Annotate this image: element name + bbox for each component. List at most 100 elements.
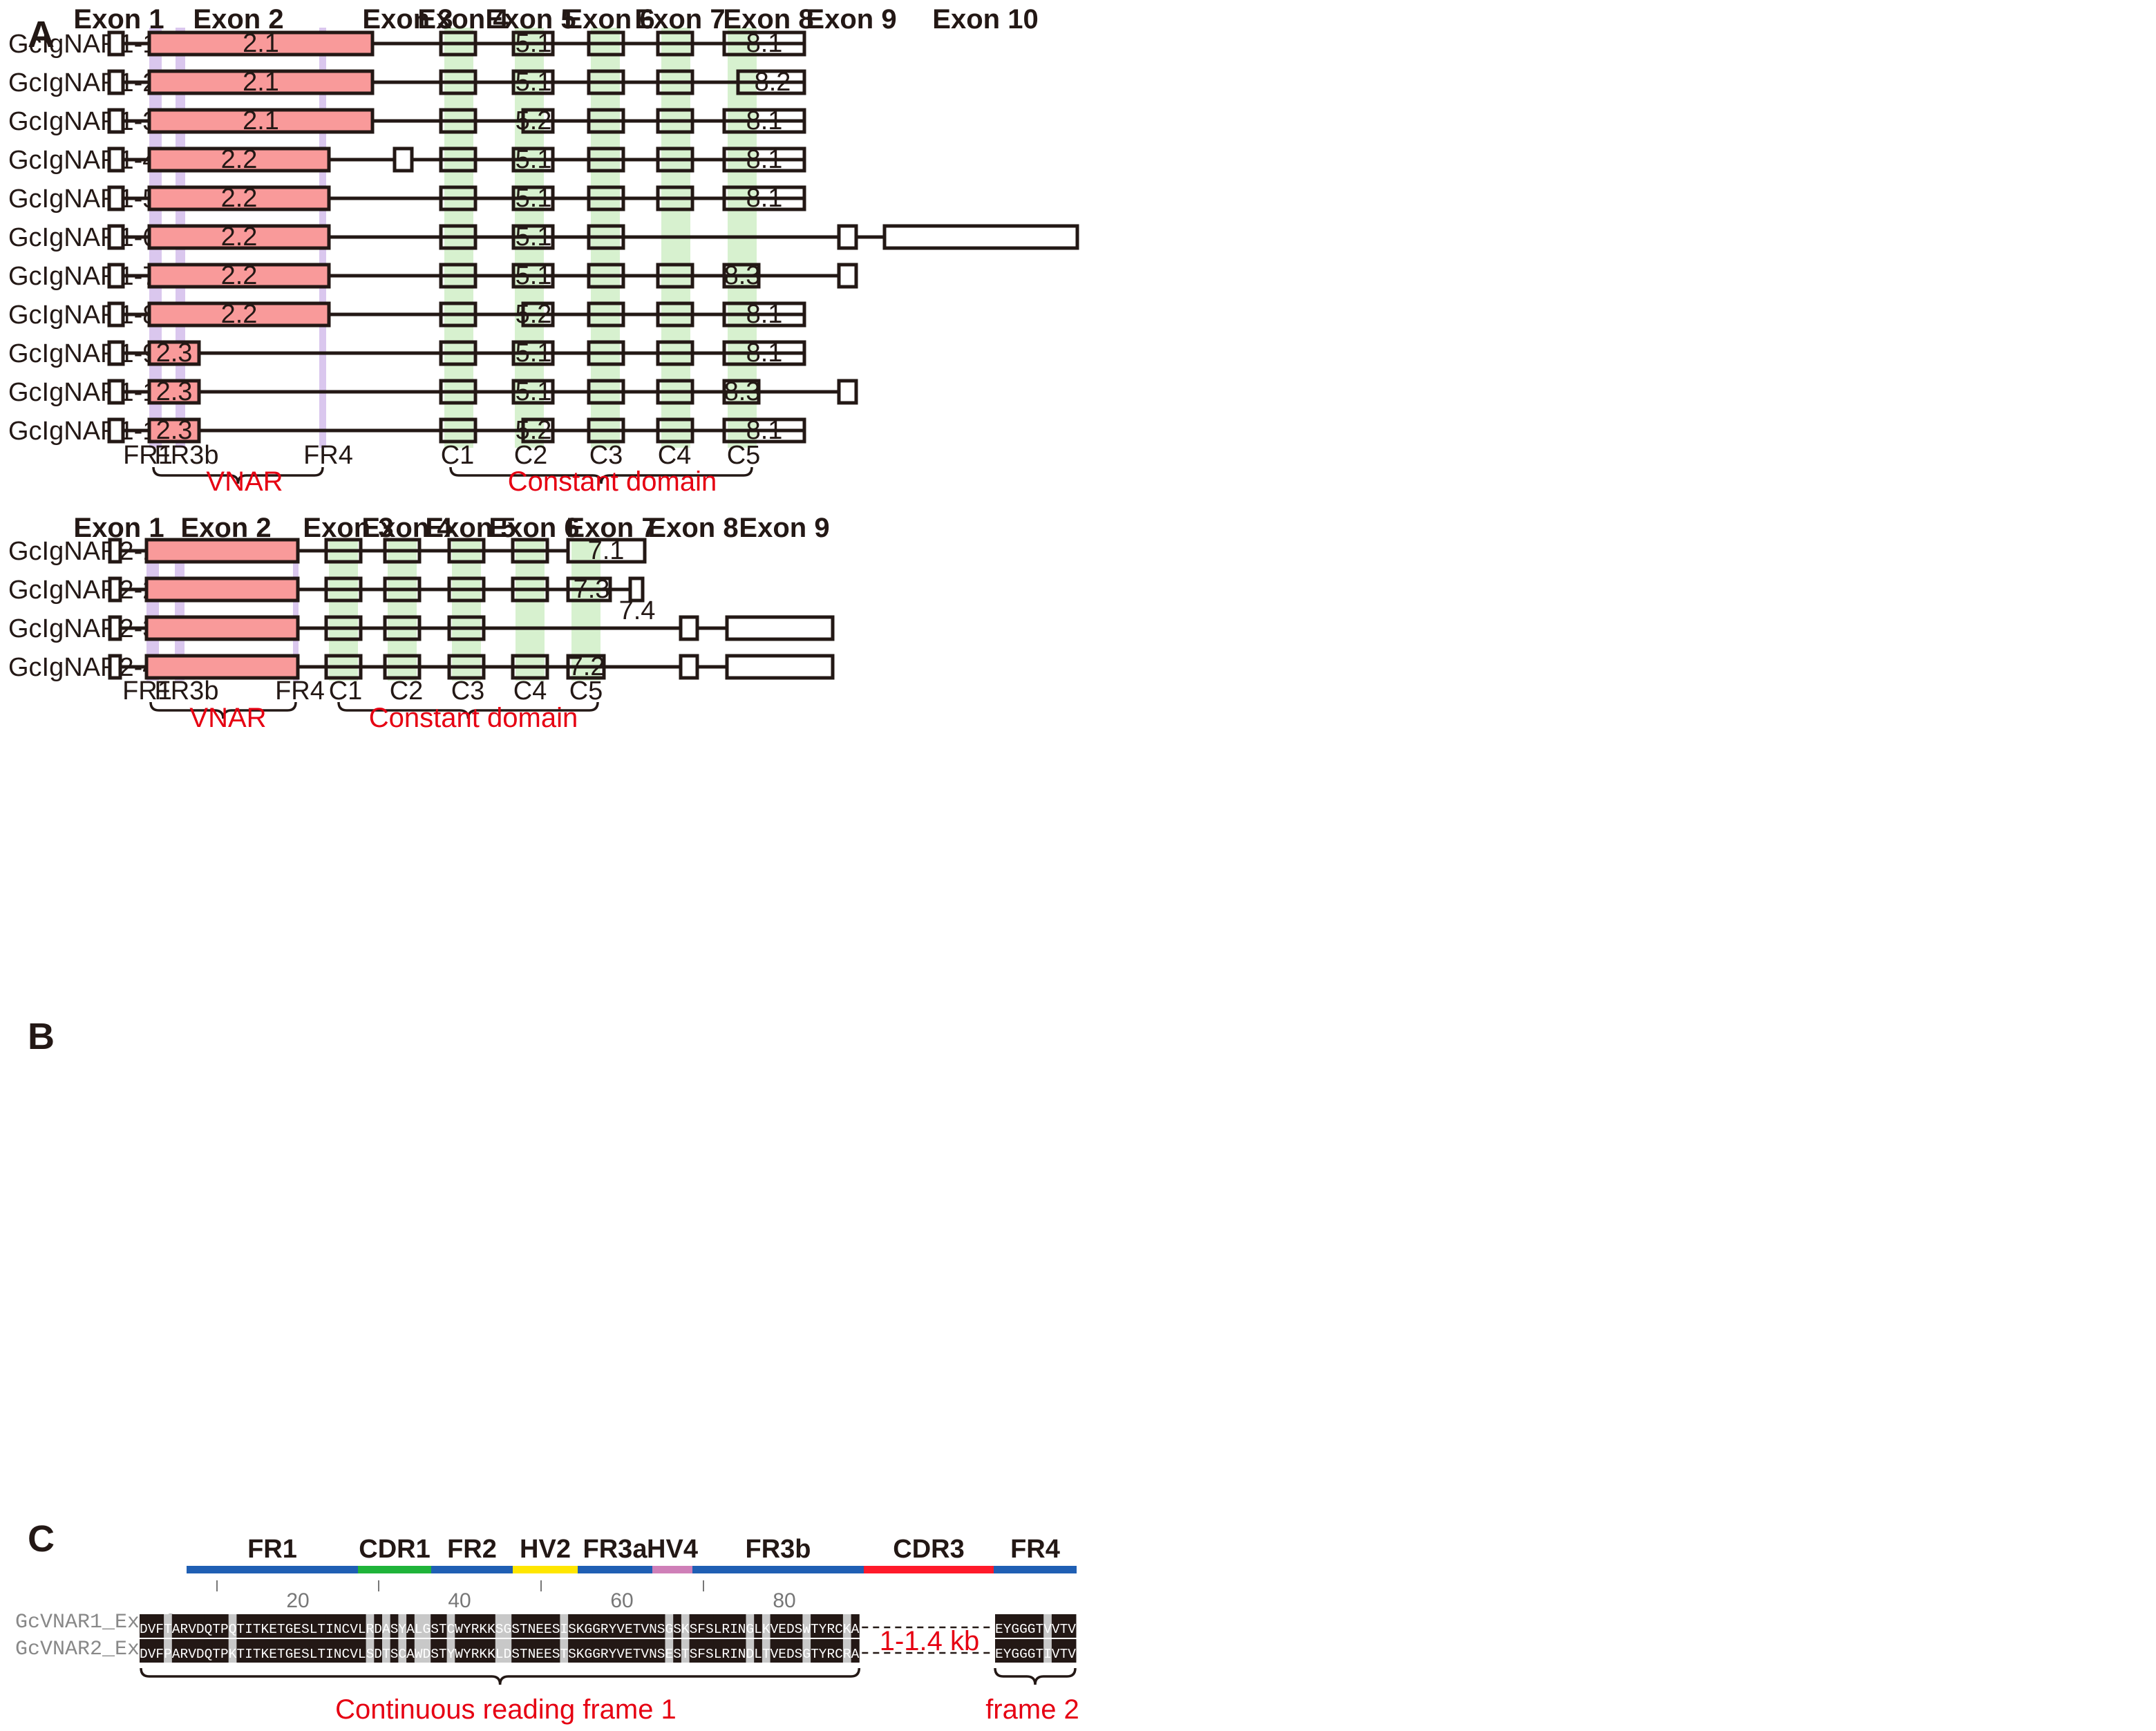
exon-8-variant: 8.1 [746, 29, 783, 58]
constant-shade-col [452, 538, 481, 681]
residue-cell [706, 1614, 715, 1638]
exon-header: Exon 10 [932, 4, 1038, 35]
residue-cell [649, 1639, 658, 1663]
residue-cell [196, 1614, 205, 1638]
fr-shade-col [175, 538, 185, 681]
residue-cell [245, 1614, 254, 1638]
exon-2-variant: 2.2 [221, 300, 258, 329]
fr-shade-col [293, 538, 299, 681]
exon-2-variant: 2.2 [221, 145, 258, 174]
residue-cell [778, 1614, 787, 1638]
residue-cell [835, 1614, 844, 1638]
residue-cell [1003, 1614, 1012, 1638]
residue-cell [794, 1639, 803, 1663]
residue-cell [180, 1614, 189, 1638]
residue-cell [188, 1639, 197, 1663]
exon-6-box [587, 146, 625, 173]
exon-2-variant: 2.1 [243, 29, 279, 58]
exon-7-box [566, 654, 606, 680]
residue-cell [1003, 1639, 1012, 1663]
residue-cell [374, 1614, 383, 1638]
region-bar [692, 1566, 864, 1573]
exon-1-box [108, 654, 122, 680]
region-bar [994, 1566, 1077, 1573]
exon-6-box [587, 417, 625, 444]
residue-cell [706, 1639, 715, 1663]
residue-cell [164, 1614, 173, 1638]
exon-5-box [447, 654, 486, 680]
exon-2-variant: 2.2 [221, 261, 258, 290]
exon-2-variant: 2.1 [243, 68, 279, 97]
residue-cell [463, 1639, 472, 1663]
exon-8-variant: 8.1 [746, 145, 783, 174]
residue-cell [544, 1614, 553, 1638]
residue-cell [649, 1614, 658, 1638]
residue-cell [220, 1639, 229, 1663]
region-bar [358, 1566, 431, 1573]
residue-cell [276, 1614, 286, 1638]
constant-domain-label: Constant domain [508, 466, 717, 497]
residue-cell [576, 1614, 585, 1638]
exon-2-variant: 2.2 [221, 223, 258, 252]
exon-2-box [147, 417, 201, 444]
exon-5-variant: 5.1 [516, 184, 552, 213]
residue-cell [285, 1614, 294, 1638]
exon-6-box [511, 654, 549, 680]
residue-cell [479, 1614, 488, 1638]
residue-cell [171, 1639, 180, 1663]
exon-4-box [439, 30, 477, 57]
region-label: CDR1 [359, 1535, 430, 1564]
domain-label: C5 [569, 677, 603, 706]
exon-4-box [439, 108, 477, 134]
exon-2-variant: 2.3 [156, 339, 193, 368]
domain-label: FR1 [122, 677, 172, 706]
exon-3-box [324, 576, 363, 603]
residue-cell [446, 1639, 455, 1663]
exon-7-box [656, 30, 694, 57]
exon-5-variant: 5.1 [516, 68, 552, 97]
exon-8-variant: 8.1 [746, 416, 783, 445]
residue-cell [656, 1639, 665, 1663]
residue-cell [1059, 1614, 1068, 1638]
exon-1-box [108, 615, 122, 641]
residue-cell [333, 1639, 342, 1663]
exon-1-box [107, 379, 125, 405]
residue-cell [228, 1614, 237, 1638]
exon-8-box [722, 108, 806, 134]
residue-cell [568, 1614, 577, 1638]
sequence-text: EYGGGTIVTV [995, 1647, 1076, 1662]
exon-8-box [679, 615, 699, 641]
exon-7-box [656, 301, 694, 328]
residue-cell [350, 1614, 359, 1638]
seq2-row: DVFPARVDQTPKTITKETGESLTINCVLSDTSCAWDSTYW… [140, 1639, 860, 1663]
residue-cell [261, 1614, 270, 1638]
residue-cell [374, 1639, 383, 1663]
exon-7-4-label: 7.4 [619, 596, 656, 625]
region-label: FR3a [583, 1535, 648, 1564]
domain-label: C4 [658, 441, 692, 470]
residue-cell [455, 1614, 464, 1638]
region-label: FR1 [247, 1535, 297, 1564]
residue-cell [301, 1639, 310, 1663]
exon-9-box [837, 263, 858, 289]
residue-cell [737, 1639, 746, 1663]
exon-9-box [837, 224, 858, 250]
exon-2-box [147, 379, 201, 405]
residue-cell [301, 1614, 310, 1638]
residue-cell [600, 1614, 609, 1638]
panel-a-letter: A [28, 14, 55, 55]
domain-label: C5 [727, 441, 761, 470]
residue-cell [333, 1614, 342, 1638]
exon-2-variant: 2.3 [156, 377, 193, 406]
residue-cell [431, 1639, 439, 1663]
residue-cell [317, 1639, 326, 1663]
exon-1-box [107, 263, 125, 289]
residue-cell [544, 1639, 553, 1663]
exon-5-box [511, 340, 555, 366]
residue-cell [1043, 1614, 1052, 1638]
